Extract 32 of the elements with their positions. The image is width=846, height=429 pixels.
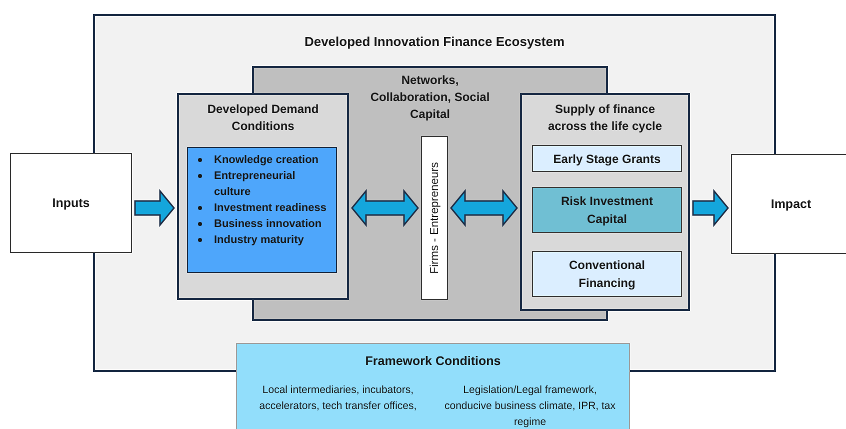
process-box xyxy=(10,153,132,253)
box-label: Early Stage Grants xyxy=(552,150,662,168)
panel-heading: Networks, Collaboration, Social Capital xyxy=(369,72,491,123)
panel-heading: Framework Conditions xyxy=(364,354,502,368)
actor-box xyxy=(421,136,448,300)
panel-heading: Developed Demand Conditions xyxy=(206,101,320,135)
block-arrow xyxy=(692,188,729,228)
condition-list-box xyxy=(187,147,337,273)
panel-heading: Developed Innovation Finance Ecosystem xyxy=(303,34,566,49)
finance-box xyxy=(532,187,682,233)
framework-box xyxy=(236,343,630,429)
list-item: Business innovation xyxy=(214,217,323,232)
list-item: Knowledge creation xyxy=(214,153,320,168)
finance-box xyxy=(532,145,682,172)
list-item: Entrepreneurial culture xyxy=(214,169,296,200)
condition-panel xyxy=(520,93,690,311)
box-label: Inputs xyxy=(51,195,91,212)
list-item: Industry maturity xyxy=(214,233,305,248)
block-arrow xyxy=(351,188,419,228)
list-item: Investment readiness xyxy=(214,201,328,216)
block-arrow xyxy=(450,188,518,228)
framework-text: Local intermediaries, incubators, accelerators, tech transfer offices, xyxy=(258,383,418,414)
box-label: Conventional Financing xyxy=(568,257,646,292)
panel-heading: Supply of finance across the life cycle xyxy=(546,101,664,135)
actor-label: Firms - Entrepreneurs xyxy=(428,162,440,274)
finance-box xyxy=(532,251,682,297)
box-label: Risk Investment Capital xyxy=(560,193,654,228)
framework-text: Legislation/Legal framework, conducive business climate, IPR, tax regime xyxy=(444,383,616,429)
block-arrow xyxy=(134,188,175,228)
box-label: Impact xyxy=(770,196,812,213)
condition-panel xyxy=(177,93,349,300)
process-box xyxy=(731,154,846,254)
